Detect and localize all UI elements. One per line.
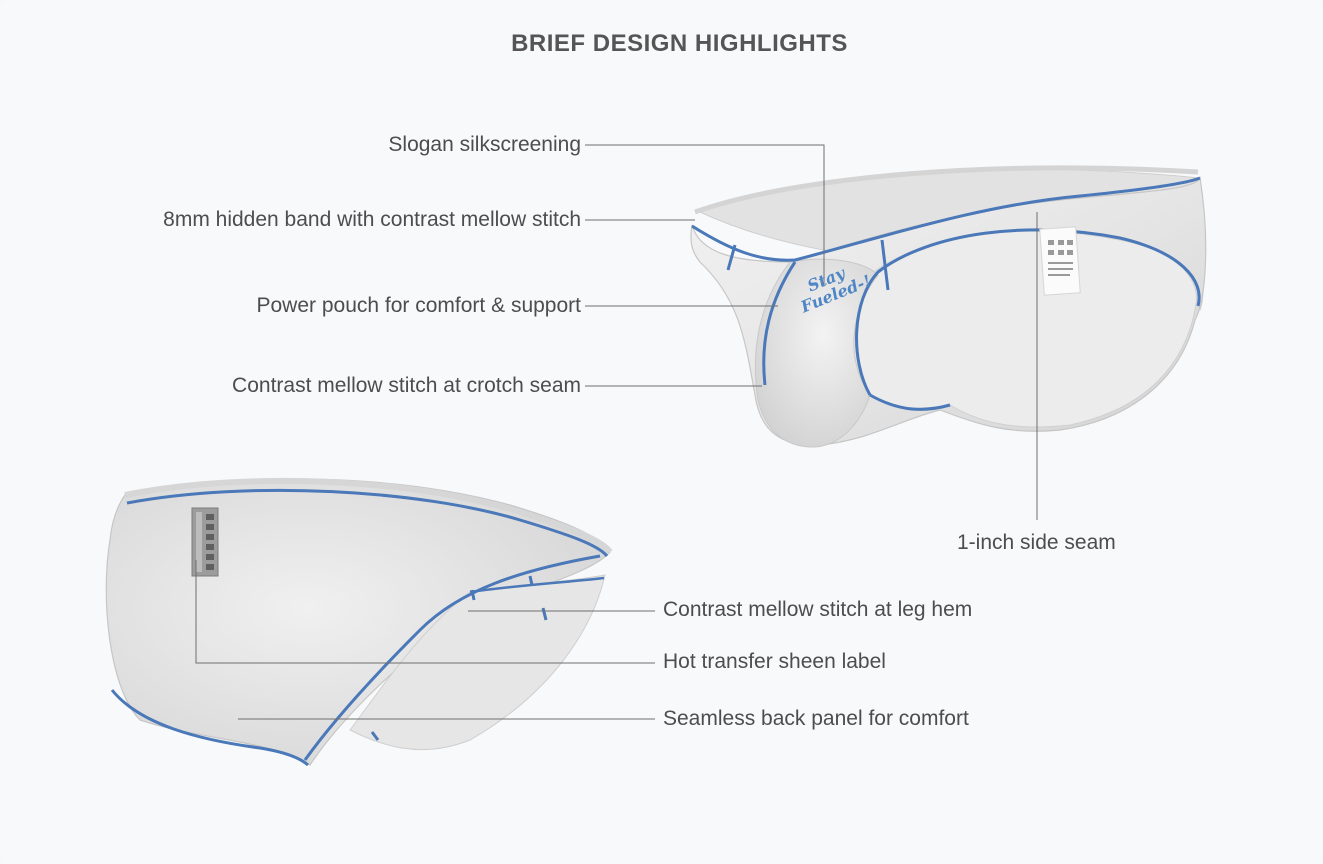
back-waistband-top-edge	[124, 477, 613, 554]
leader-lines	[195, 144, 1038, 720]
leader-slogan	[585, 144, 825, 285]
back-waistband-stitch	[126, 488, 609, 558]
front-side-tick-left	[726, 244, 737, 271]
front-waistband-top-edge	[694, 165, 1199, 215]
callout-crotch-seam: Contrast mellow stitch at crotch seam	[232, 374, 581, 397]
leader-sheen-label	[195, 560, 655, 664]
callout-slogan-silkscreening: Slogan silkscreening	[388, 133, 581, 156]
callout-power-pouch: Power pouch for comfort & support	[256, 294, 582, 317]
back-leg-hem-stitch	[303, 554, 601, 761]
callout-sheen-label: Hot transfer sheen label	[663, 650, 886, 673]
front-brief-leg-opening	[854, 230, 1197, 428]
callout-back-panel: Seamless back panel for comfort	[663, 707, 969, 730]
back-tick-1	[470, 589, 476, 601]
callout-side-seam: 1-inch side seam	[957, 531, 1116, 554]
back-bottom-hem-stitch	[110, 689, 309, 767]
back-brief-leg-opening	[349, 574, 606, 751]
callout-leg-hem: Contrast mellow stitch at leg hem	[663, 598, 973, 621]
callout-hidden-band: 8mm hidden band with contrast mellow sti…	[163, 208, 581, 231]
back-tick-4	[370, 731, 380, 741]
diagram-title: BRIEF DESIGN HIGHLIGHTS	[511, 30, 848, 57]
back-tick-2	[541, 607, 548, 621]
front-brief	[690, 165, 1207, 448]
sheen-label-symbols	[206, 514, 214, 570]
front-care-label-symbols	[1048, 240, 1073, 276]
back-brief	[105, 477, 613, 767]
sheen-label-inner	[196, 512, 202, 572]
back-tick-3	[528, 575, 534, 586]
front-side-tick-right	[880, 239, 890, 291]
front-crotch-stitch	[762, 261, 797, 386]
front-leg-hem-stitch	[855, 228, 1201, 396]
front-waistband-stitch	[691, 176, 1201, 262]
front-care-label	[1039, 226, 1081, 296]
front-leg-hem-lower	[869, 393, 951, 411]
back-leg-hem-stitch-inner	[469, 576, 605, 594]
